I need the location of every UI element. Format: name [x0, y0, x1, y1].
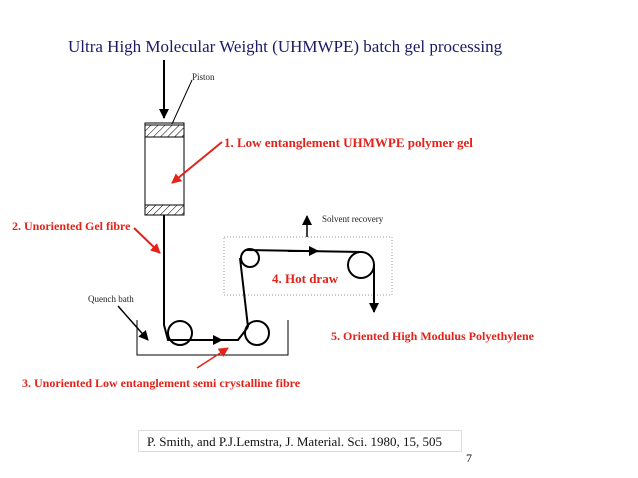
page-number: 7 [466, 451, 472, 465]
solvent-recovery-label: Solvent recovery [322, 214, 384, 224]
die-plate [144, 204, 185, 216]
crystalline-fibre-pointer-arrow [196, 347, 229, 369]
hot-draw-oven [223, 236, 393, 296]
piston-label: Piston [192, 72, 215, 82]
step3-label: 3. Unoriented Low entanglement semi crys… [22, 376, 301, 390]
piston-head [144, 124, 185, 138]
piston-leader-line [171, 79, 193, 125]
gel-pointer-arrow [171, 141, 223, 184]
bath-roller-left [167, 320, 193, 346]
fibre-path [163, 215, 249, 341]
fibre-rise [239, 257, 249, 328]
bath-roller-right [244, 320, 270, 346]
step1-label: 1. Low entanglement UHMWPE polymer gel [224, 135, 473, 150]
quench-bath-tank [136, 320, 289, 356]
draw-roller-left [240, 248, 260, 268]
quench-bath-leader-line [117, 305, 149, 341]
step5-label: 5. Oriented High Modulus Polyethylene [331, 329, 535, 343]
gel-fibre-pointer-arrow [133, 227, 161, 254]
step2-label: 2. Unoriented Gel fibre [12, 219, 131, 233]
citation-box: P. Smith, and P.J.Lemstra, J. Material. … [138, 430, 462, 452]
page-title: Ultra High Molecular Weight (UHMWPE) bat… [68, 37, 503, 56]
quench-bath-label: Quench bath [88, 294, 134, 304]
step4-label: 4. Hot draw [272, 271, 339, 286]
draw-roller-right [347, 251, 375, 279]
